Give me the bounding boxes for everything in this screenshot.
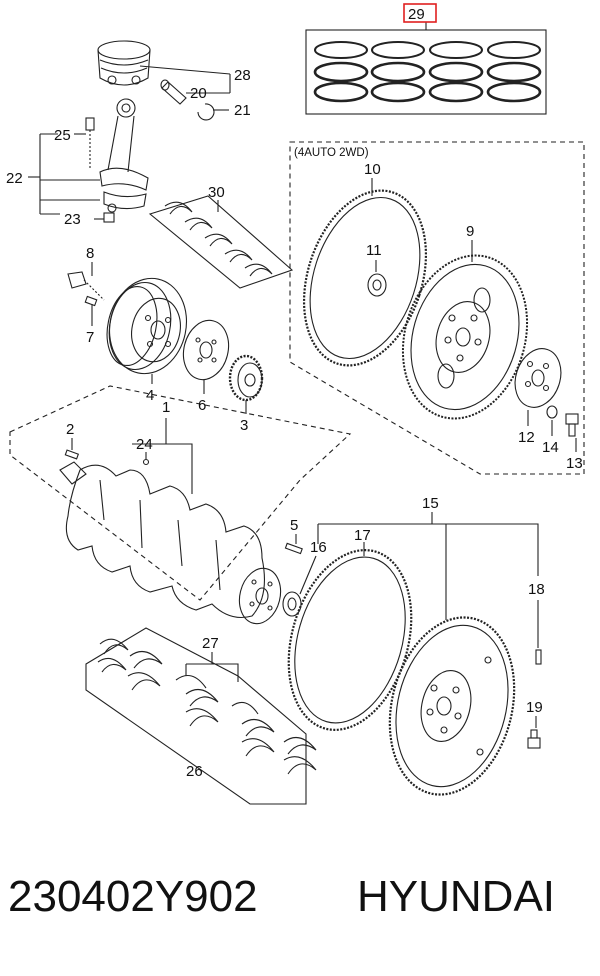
callout-6[interactable]: 6 <box>198 397 206 414</box>
callout-19[interactable]: 19 <box>526 699 543 716</box>
ring-gear-manual <box>287 549 413 731</box>
reinforcement-plate <box>514 348 562 408</box>
callout-30[interactable]: 30 <box>208 184 225 201</box>
crankshaft <box>59 461 282 625</box>
crankshaft-sprocket <box>228 354 264 402</box>
flywheel <box>388 616 516 796</box>
callout-23[interactable]: 23 <box>64 211 81 228</box>
callout-1[interactable]: 1 <box>162 399 170 416</box>
callout-14[interactable]: 14 <box>542 439 559 456</box>
callout-28[interactable]: 28 <box>234 67 251 84</box>
main-bearings <box>85 627 317 805</box>
crankshaft-bolt <box>67 271 105 301</box>
callout-27[interactable]: 27 <box>202 635 219 652</box>
callout-29[interactable]: 29 <box>408 6 425 23</box>
callout-5[interactable]: 5 <box>290 517 298 534</box>
callout-16[interactable]: 16 <box>310 539 327 556</box>
flywheel-bolt <box>527 729 541 749</box>
callout-15[interactable]: 15 <box>422 495 439 512</box>
callout-8[interactable]: 8 <box>86 245 94 262</box>
callout-9[interactable]: 9 <box>466 223 474 240</box>
callout-13[interactable]: 13 <box>566 455 583 472</box>
parts-diagram: 29 28 20 21 25 22 23 30 (4AUTO 2WD) 10 1… <box>6 3 585 805</box>
piston-pin <box>160 79 187 105</box>
callout-21[interactable]: 21 <box>234 102 251 119</box>
inset-note: (4AUTO 2WD) <box>294 147 369 159</box>
washer-plate <box>182 319 230 381</box>
caption: 230402Y902 HYUNDAI <box>0 872 600 942</box>
callout-25[interactable]: 25 <box>54 127 71 144</box>
connecting-rod <box>99 98 149 223</box>
callout-20[interactable]: 20 <box>190 85 207 102</box>
brand-name: HYUNDAI <box>357 872 556 921</box>
callout-24[interactable]: 24 <box>136 436 153 453</box>
callout-26[interactable]: 26 <box>186 763 203 780</box>
highlight-box <box>403 3 437 23</box>
drive-plate <box>401 254 529 420</box>
callout-17[interactable]: 17 <box>354 527 371 544</box>
connecting-rod-bearings <box>148 195 294 289</box>
crankshaft-frame <box>9 385 352 601</box>
callout-18[interactable]: 18 <box>528 581 545 598</box>
callout-11[interactable]: 11 <box>366 242 382 259</box>
dowel-pin <box>284 542 303 555</box>
ring-gear-auto <box>302 189 428 367</box>
callout-4[interactable]: 4 <box>146 387 154 404</box>
woodruff-key <box>64 449 80 460</box>
callout-12[interactable]: 12 <box>518 429 535 446</box>
callout-labels: 29 28 20 21 25 22 23 30 (4AUTO 2WD) 10 1… <box>6 6 583 780</box>
callout-3[interactable]: 3 <box>240 417 248 434</box>
callout-2[interactable]: 2 <box>66 421 74 438</box>
crank-ball <box>142 458 150 466</box>
piston-ring-set <box>305 22 547 115</box>
rear-oil-seal <box>282 591 302 617</box>
drive-plate-bolt <box>565 413 579 437</box>
adapter-plate <box>367 273 387 297</box>
part-number: 230402Y902 <box>8 872 258 921</box>
crankshaft-pulley <box>106 277 188 375</box>
snap-ring <box>197 103 215 121</box>
piston <box>97 40 151 86</box>
flywheel-pin <box>535 649 542 665</box>
callout-22[interactable]: 22 <box>6 170 23 187</box>
rod-bolt <box>85 117 95 170</box>
callout-10[interactable]: 10 <box>364 161 381 178</box>
washer <box>546 405 558 419</box>
callout-7[interactable]: 7 <box>86 329 94 346</box>
auto-inset-frame <box>289 141 585 475</box>
key <box>84 295 98 307</box>
